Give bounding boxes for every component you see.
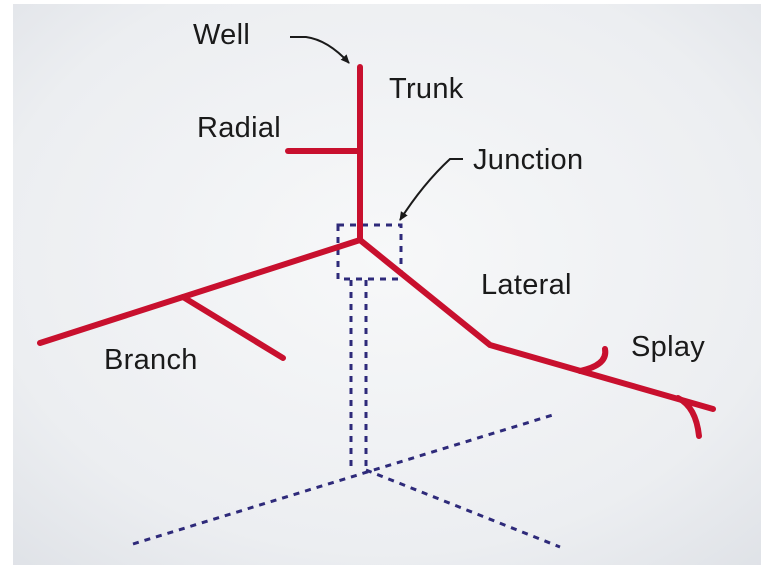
splay-curve-lower (675, 395, 702, 439)
diagram-canvas (13, 4, 761, 565)
label-radial: Radial (197, 112, 282, 144)
horizontal-reference-line-b (365, 468, 561, 549)
label-well: Well (193, 19, 251, 51)
reference-axes (132, 223, 561, 549)
junction-pointer-arrow (399, 158, 463, 221)
pointer-arrows (290, 36, 463, 221)
label-trunk: Trunk (389, 73, 464, 105)
branch-line (37, 237, 363, 346)
label-junction: Junction (473, 144, 584, 176)
diagram-panel: Well Trunk Radial Junction Lateral Splay… (13, 4, 761, 565)
junction-box (336, 223, 403, 281)
horizontal-reference-line-a (132, 412, 557, 546)
lateral-line (357, 237, 716, 412)
diagram-background (13, 4, 761, 565)
branch-spur-line (180, 294, 286, 361)
label-branch: Branch (104, 344, 198, 376)
well-pointer-arrow (290, 36, 350, 64)
splay-curve-upper (577, 346, 609, 374)
label-splay: Splay (631, 331, 706, 363)
label-lateral: Lateral (481, 269, 572, 301)
well-path (37, 64, 716, 439)
